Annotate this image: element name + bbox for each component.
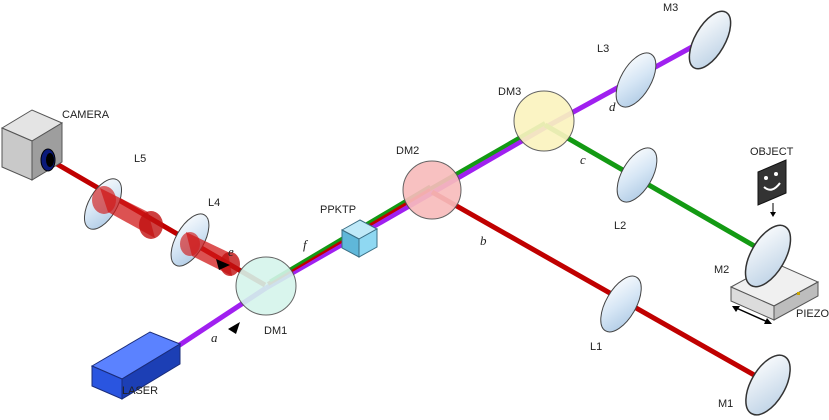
red-beam-b [430, 189, 772, 387]
arrow-a [228, 322, 240, 334]
l2-label: L2 [614, 220, 626, 232]
beam-label-c: c [580, 152, 586, 167]
laser [90, 331, 182, 400]
l1-label: L1 [590, 341, 602, 353]
m2-label: M2 [714, 264, 729, 276]
ppktp-label: PPKTP [320, 204, 356, 216]
l5-label: L5 [134, 153, 146, 165]
mirror-m3 [688, 10, 732, 70]
green-beam-c [543, 122, 772, 258]
object-label: OBJECT [750, 146, 794, 158]
piezo-motion-arrow [733, 306, 771, 324]
dichroic-mirror-dm1 [235, 256, 297, 316]
lens-l3 [615, 52, 657, 108]
lens-l2 [616, 147, 658, 203]
beam-label-f: f [303, 237, 309, 252]
dm3-label: DM3 [498, 86, 521, 98]
dichroic-mirror-dm3 [513, 90, 575, 152]
piezo-label: PIEZO [796, 308, 829, 320]
m1-label: M1 [718, 398, 733, 410]
mirror-m1 [745, 354, 791, 416]
l4-label: L4 [208, 197, 220, 209]
beam-label-b: b [480, 233, 487, 248]
ppktp-crystal [340, 219, 379, 258]
beam-label-a: a [211, 330, 218, 345]
mirror-m2 [744, 224, 792, 288]
arrow-e [216, 259, 230, 270]
lens-l1 [600, 275, 642, 333]
beam-label-e: e [228, 244, 234, 259]
laser-label: LASER [122, 385, 158, 397]
piezo-stage [729, 262, 820, 321]
m3-label: M3 [663, 2, 678, 14]
dm2-label: DM2 [396, 145, 419, 157]
l3-label: L3 [597, 43, 609, 55]
dichroic-mirror-dm2 [402, 160, 462, 220]
camera-label: CAMERA [62, 109, 110, 121]
dm1-label: DM1 [264, 325, 287, 337]
beam-label-d: d [609, 99, 616, 114]
camera [0, 109, 64, 181]
object-mask [757, 159, 787, 206]
